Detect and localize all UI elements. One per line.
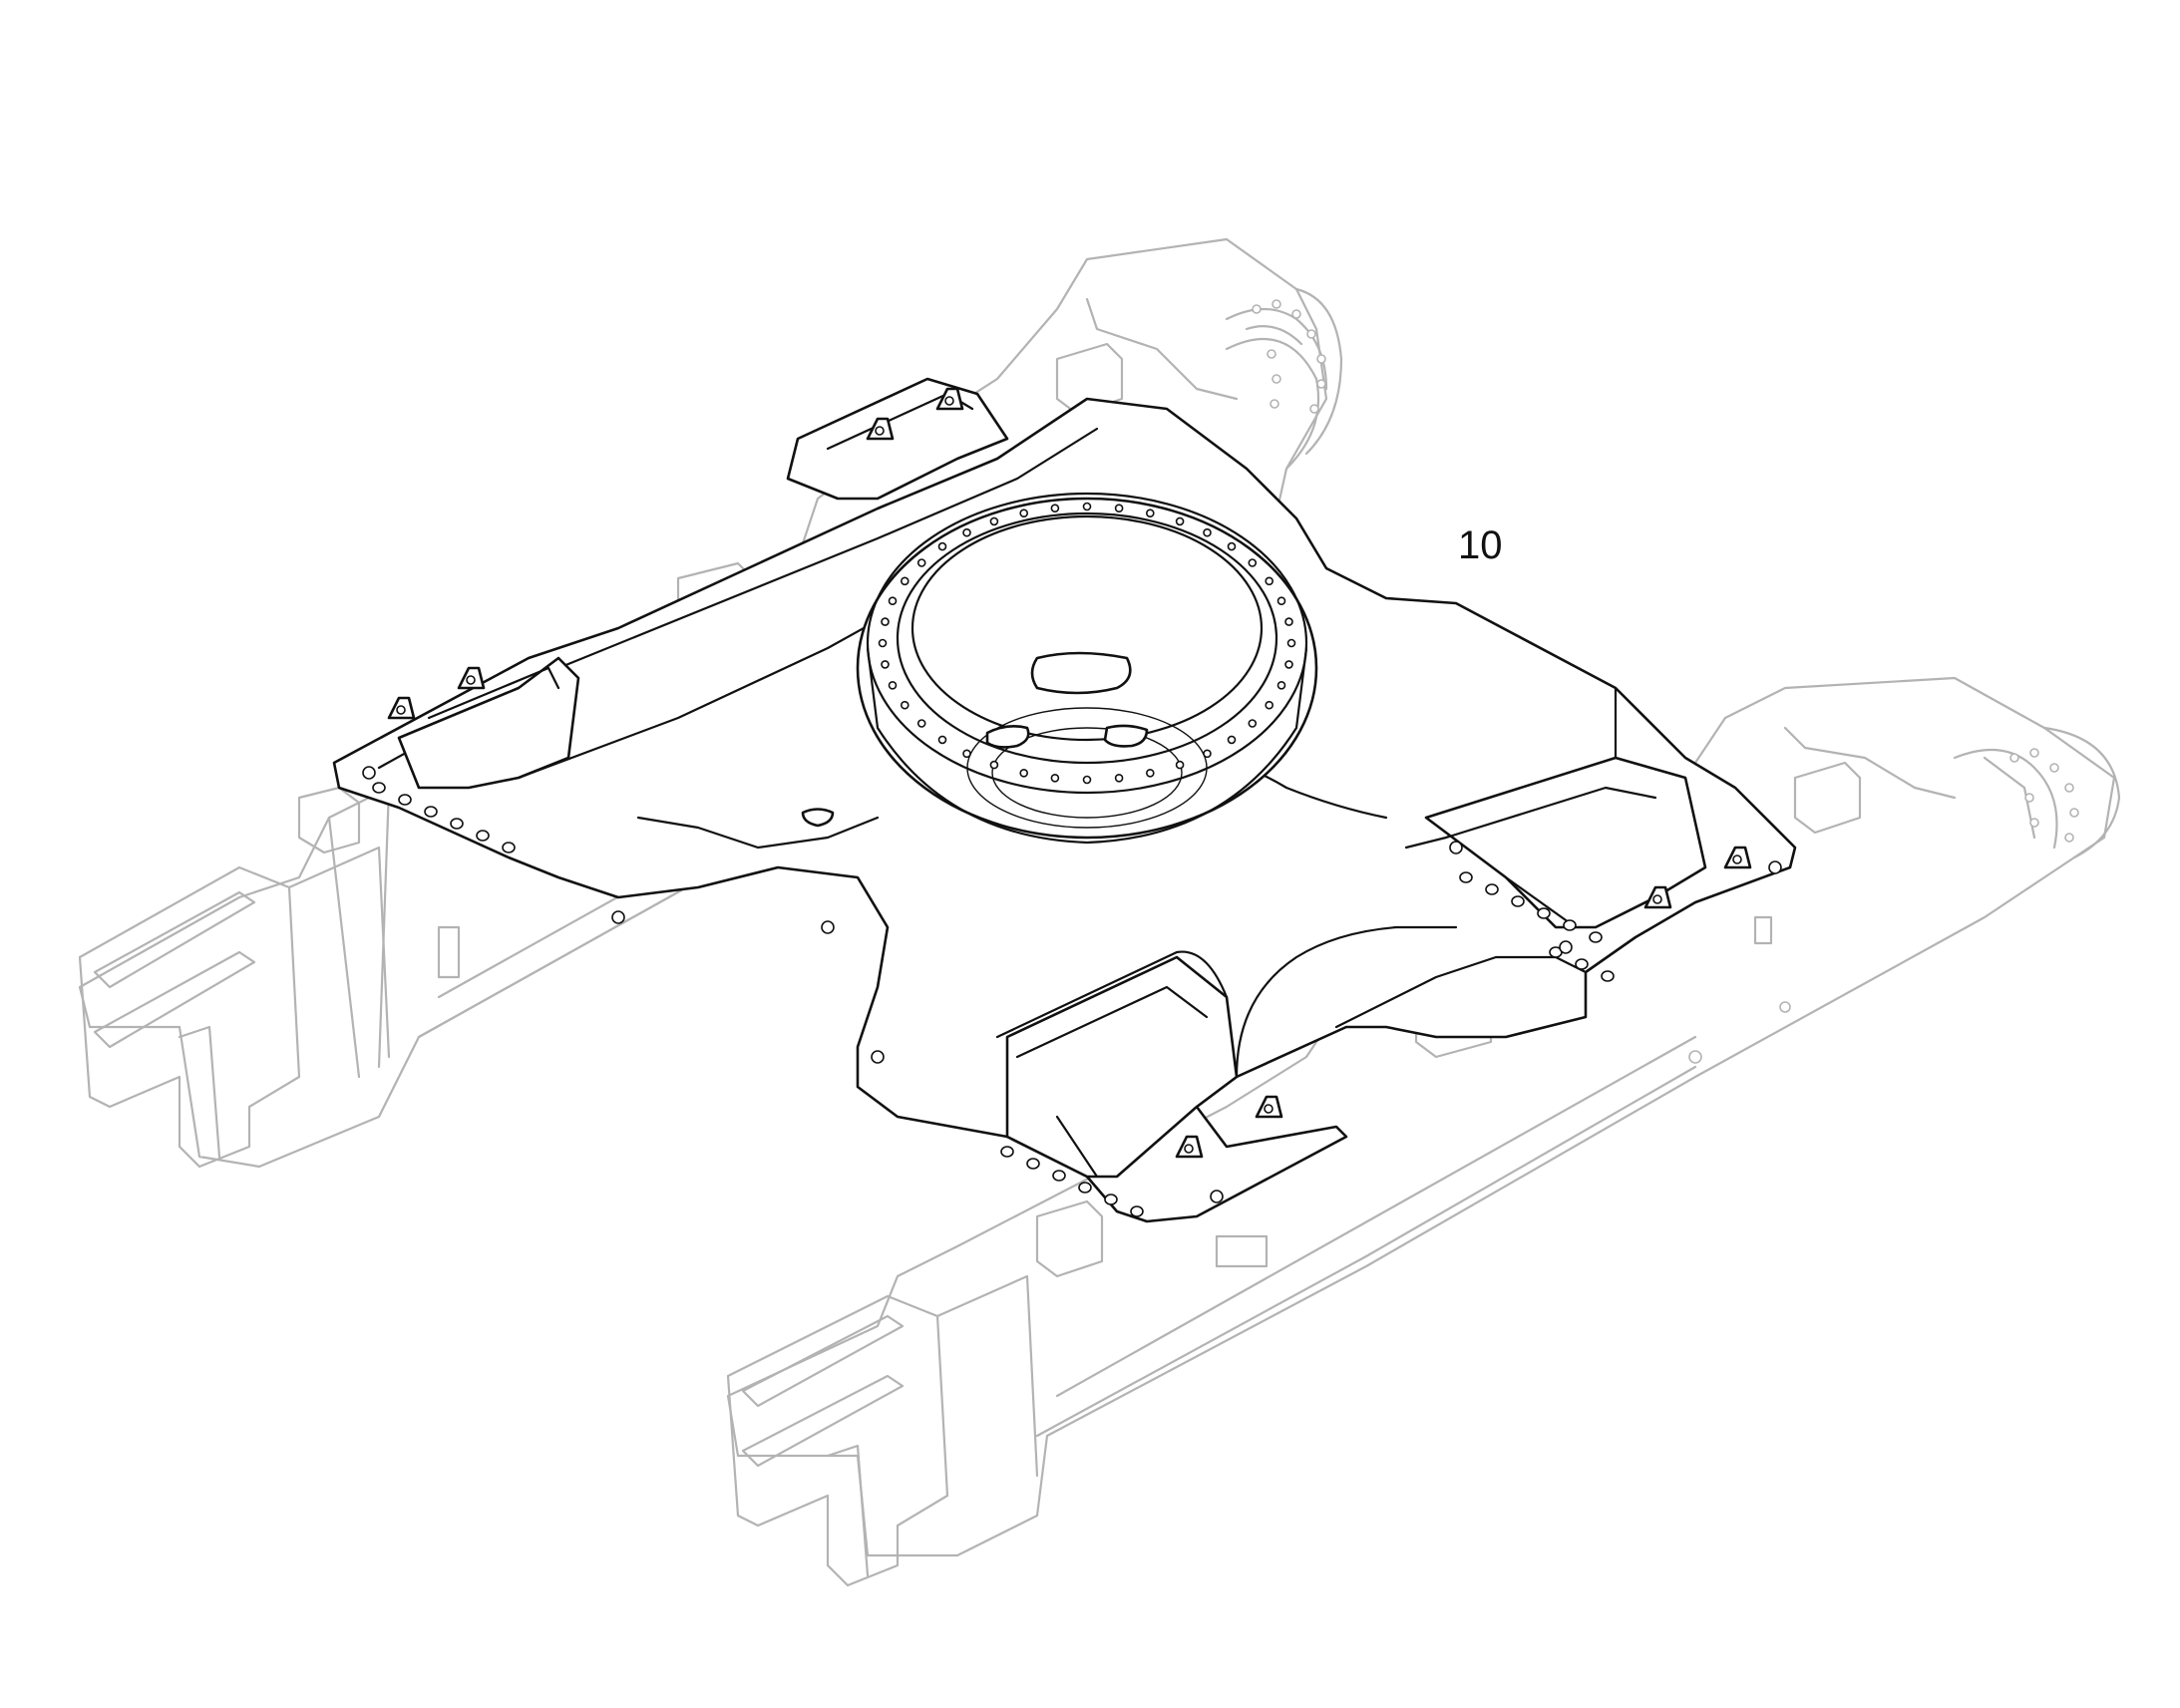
ring-bolt-hole bbox=[989, 760, 999, 770]
ring-bolt-hole bbox=[1248, 719, 1258, 728]
ring-bolt-hole bbox=[1203, 749, 1212, 759]
ring-bolt-hole bbox=[1265, 576, 1273, 586]
plate-bolt-hole bbox=[1563, 919, 1577, 931]
ring-bolt-hole bbox=[1265, 700, 1273, 710]
plate-bolt-hole bbox=[1000, 1146, 1014, 1158]
ring-bolt-hole bbox=[1276, 680, 1286, 690]
ring-bolt-hole bbox=[878, 638, 888, 648]
plate-bolt-hole bbox=[450, 818, 464, 830]
ring-bolt-hole bbox=[1284, 660, 1293, 669]
right-sprocket-holes bbox=[2009, 748, 2079, 843]
ring-bolt-hole bbox=[937, 735, 947, 745]
ring-bolt-hole bbox=[1146, 509, 1155, 518]
plate-bolt-hole bbox=[1052, 1170, 1066, 1182]
plate-bolt-hole bbox=[398, 794, 412, 806]
plate-bolt-hole bbox=[502, 842, 516, 854]
ring-bolt-hole bbox=[1175, 760, 1185, 770]
ring-bolt-hole bbox=[888, 596, 898, 606]
plate-bolt-hole bbox=[476, 830, 490, 842]
ring-bolt-holes bbox=[878, 502, 1296, 785]
ring-bolt-hole bbox=[1082, 775, 1092, 785]
ring-bolt-hole bbox=[1175, 516, 1185, 526]
track-frame-right bbox=[726, 676, 2121, 1587]
plate-bolt-hole bbox=[1459, 871, 1473, 883]
ring-bolt-hole bbox=[1050, 773, 1060, 783]
ring-bolt-hole bbox=[962, 527, 971, 537]
ring-bolt-hole bbox=[1146, 768, 1155, 778]
ring-bolt-hole bbox=[881, 617, 890, 626]
ring-bolt-hole bbox=[1203, 527, 1212, 537]
ring-bolt-hole bbox=[916, 719, 926, 728]
ring-bolt-hole bbox=[1114, 504, 1124, 513]
center-frame-part-10 bbox=[332, 377, 1797, 1223]
ring-bolt-hole bbox=[1227, 735, 1237, 745]
ring-bolt-hole bbox=[881, 660, 890, 669]
ring-bolt-hole bbox=[962, 749, 971, 759]
plate-bolt-hole bbox=[372, 782, 386, 794]
ring-bolt-hole bbox=[1050, 504, 1060, 513]
plate-bolt-hole bbox=[1026, 1158, 1040, 1170]
plate-bolt-hole bbox=[1078, 1182, 1092, 1194]
ring-bolt-hole bbox=[1114, 773, 1124, 783]
ring-bolt-hole bbox=[1019, 509, 1028, 518]
plate-bolt-hole bbox=[1130, 1205, 1144, 1217]
lifting-lugs bbox=[387, 387, 1752, 1159]
ring-bolt-hole bbox=[1284, 617, 1293, 626]
ring-bolt-hole bbox=[1082, 502, 1092, 512]
ring-bolt-hole bbox=[916, 558, 926, 567]
ring-bolt-hole bbox=[1276, 596, 1286, 606]
callout-label-10: 10 bbox=[1458, 523, 1503, 567]
mounting-bolt-rows bbox=[372, 782, 1615, 1217]
ring-bolt-hole bbox=[888, 680, 898, 690]
plate-bolt-hole bbox=[1537, 907, 1551, 919]
plate-bolt-hole bbox=[1104, 1194, 1118, 1205]
ring-bolt-hole bbox=[1227, 541, 1237, 551]
ring-bolt-hole bbox=[1019, 768, 1028, 778]
plate-bolt-hole bbox=[1589, 931, 1603, 943]
plate-bolt-hole bbox=[1575, 958, 1589, 970]
left-sprocket-holes bbox=[1252, 299, 1326, 414]
swing-bearing-ring bbox=[801, 492, 1318, 845]
ring-bolt-hole bbox=[937, 541, 947, 551]
ring-bolt-hole bbox=[900, 576, 909, 586]
ring-bolt-hole bbox=[1286, 638, 1296, 648]
ring-bolt-hole bbox=[989, 516, 999, 526]
plate-bolt-hole bbox=[424, 806, 438, 818]
plate-bolt-hole bbox=[1511, 895, 1525, 907]
ring-bolt-hole bbox=[900, 700, 909, 710]
plate-bolt-hole bbox=[1601, 970, 1615, 982]
plate-bolt-hole bbox=[1485, 883, 1499, 895]
ring-bolt-hole bbox=[1248, 558, 1258, 567]
